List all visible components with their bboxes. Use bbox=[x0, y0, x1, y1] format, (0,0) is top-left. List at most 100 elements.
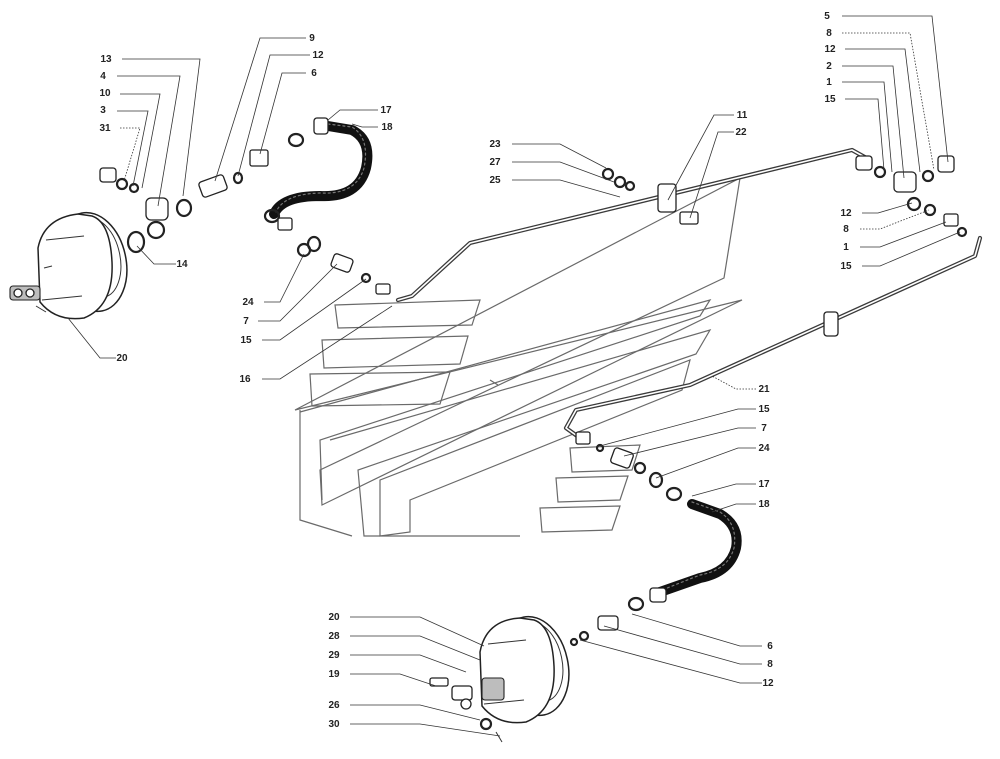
callout-leader-line bbox=[262, 305, 393, 380]
callout-c1r2: 1 bbox=[843, 221, 947, 253]
callout-leader-line bbox=[237, 54, 310, 177]
callout-leader-line bbox=[689, 131, 734, 219]
callout-leader-line bbox=[623, 427, 756, 457]
callout-number: 13 bbox=[100, 54, 112, 65]
callout-leader-line bbox=[350, 673, 437, 687]
background-emblem bbox=[294, 176, 743, 537]
callout-leader-line bbox=[860, 221, 947, 248]
callout-leader-line bbox=[117, 75, 181, 207]
callout-number: 20 bbox=[116, 353, 128, 364]
callout-c6a: 6 bbox=[259, 68, 317, 155]
callout-leader-line bbox=[512, 143, 607, 169]
callout-leader-line bbox=[259, 72, 306, 155]
callout-number: 18 bbox=[381, 122, 393, 133]
callout-c15b: 15 bbox=[599, 404, 770, 447]
callout-c12b: 12 bbox=[579, 639, 774, 689]
callout-number: 22 bbox=[735, 127, 747, 138]
callout-number: 24 bbox=[242, 297, 254, 308]
upper-hose bbox=[263, 117, 373, 231]
callout-number: 26 bbox=[328, 700, 340, 711]
callout-c13a: 13 bbox=[100, 54, 201, 197]
callout-c16a: 16 bbox=[239, 305, 393, 385]
callout-number: 1 bbox=[843, 242, 849, 253]
lower-hose bbox=[627, 486, 742, 612]
callout-number: 18 bbox=[758, 499, 770, 510]
callout-number: 8 bbox=[767, 659, 773, 670]
callout-c15r: 15 bbox=[824, 94, 885, 171]
callout-number: 7 bbox=[761, 423, 767, 434]
callout-c15r2: 15 bbox=[840, 231, 961, 272]
callout-leader-line bbox=[842, 15, 949, 163]
callout-c27a: 27 bbox=[489, 157, 615, 183]
callout-leader-line bbox=[862, 231, 961, 267]
callout-number: 6 bbox=[311, 68, 317, 79]
callout-c12r: 12 bbox=[824, 44, 921, 173]
callout-c24b: 24 bbox=[655, 443, 770, 479]
callout-leader-line bbox=[350, 616, 485, 647]
callout-leader-line bbox=[350, 635, 481, 661]
callout-c29b: 29 bbox=[328, 650, 467, 673]
callout-leader-line bbox=[842, 32, 935, 171]
callout-number: 8 bbox=[826, 28, 832, 39]
callout-c10a: 10 bbox=[99, 88, 161, 189]
callout-c21: 21 bbox=[711, 375, 770, 395]
callout-c18b: 18 bbox=[711, 499, 770, 513]
callout-c4a: 4 bbox=[100, 71, 181, 207]
callout-number: 2 bbox=[826, 61, 832, 72]
callout-leader-line bbox=[667, 114, 734, 201]
callout-leader-line bbox=[862, 202, 913, 214]
callout-number: 17 bbox=[758, 479, 770, 490]
callout-c1r: 1 bbox=[826, 77, 893, 173]
callout-leader-line bbox=[264, 253, 305, 303]
callout-number: 19 bbox=[328, 669, 340, 680]
callout-c7a: 7 bbox=[243, 263, 338, 327]
callout-leader-line bbox=[579, 639, 762, 684]
callout-leader-line bbox=[512, 179, 621, 198]
callout-number: 7 bbox=[243, 316, 249, 327]
callout-c26b: 26 bbox=[328, 700, 481, 721]
callout-c12r2: 12 bbox=[840, 202, 913, 219]
callout-leader-line bbox=[117, 110, 149, 187]
callout-number: 6 bbox=[767, 641, 773, 652]
callout-c19b: 19 bbox=[328, 669, 437, 687]
callout-number: 12 bbox=[840, 208, 852, 219]
callout-number: 4 bbox=[100, 71, 106, 82]
callout-number: 28 bbox=[328, 631, 340, 642]
callout-number: 10 bbox=[99, 88, 111, 99]
callout-leader-line bbox=[512, 161, 615, 183]
callout-number: 30 bbox=[328, 719, 340, 730]
callout-leader-line bbox=[120, 93, 161, 189]
callout-leader-line bbox=[120, 127, 141, 182]
callout-c23a: 23 bbox=[489, 139, 607, 169]
callout-leader-line bbox=[842, 65, 905, 179]
callout-c30b: 30 bbox=[328, 719, 501, 737]
callout-c8r2: 8 bbox=[843, 209, 930, 235]
callout-leader-line bbox=[67, 317, 116, 359]
callout-c9a: 9 bbox=[214, 33, 315, 182]
callout-leader-line bbox=[214, 37, 306, 182]
callout-c8b: 8 bbox=[603, 625, 773, 670]
callout-number: 5 bbox=[824, 11, 830, 22]
callout-number: 15 bbox=[824, 94, 836, 105]
callout-leader-line bbox=[258, 263, 338, 322]
callout-c31a: 31 bbox=[99, 123, 141, 182]
callout-c11a: 11 bbox=[667, 110, 748, 201]
callout-leader-line bbox=[351, 123, 378, 128]
callout-c7b: 7 bbox=[623, 423, 767, 457]
callout-leader-line bbox=[655, 447, 756, 479]
callout-leader-line bbox=[350, 723, 501, 737]
callout-number: 15 bbox=[240, 335, 252, 346]
callout-number: 25 bbox=[489, 175, 501, 186]
callout-leader-line bbox=[860, 209, 930, 230]
callout-number: 27 bbox=[489, 157, 501, 168]
callout-c20b: 20 bbox=[328, 612, 485, 647]
callout-leader-line bbox=[711, 503, 756, 513]
callout-number: 23 bbox=[489, 139, 501, 150]
brake-chamber-upper bbox=[9, 211, 128, 320]
callout-layer: 1341033191261718142024715161122232725581… bbox=[67, 11, 961, 737]
callout-number: 12 bbox=[762, 678, 774, 689]
callout-c24a: 24 bbox=[242, 253, 305, 308]
callout-leader-line bbox=[845, 48, 921, 173]
callout-c28b: 28 bbox=[328, 631, 481, 661]
